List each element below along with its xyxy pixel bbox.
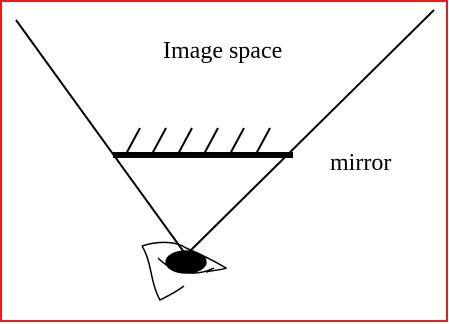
- mirror-label: mirror: [330, 150, 391, 176]
- mirror-hatching: [125, 127, 271, 155]
- left-sight-line: [15, 19, 187, 256]
- right-sight-line: [185, 9, 435, 256]
- image-space-label: Image space: [163, 38, 282, 64]
- eye-icon: [141, 241, 228, 301]
